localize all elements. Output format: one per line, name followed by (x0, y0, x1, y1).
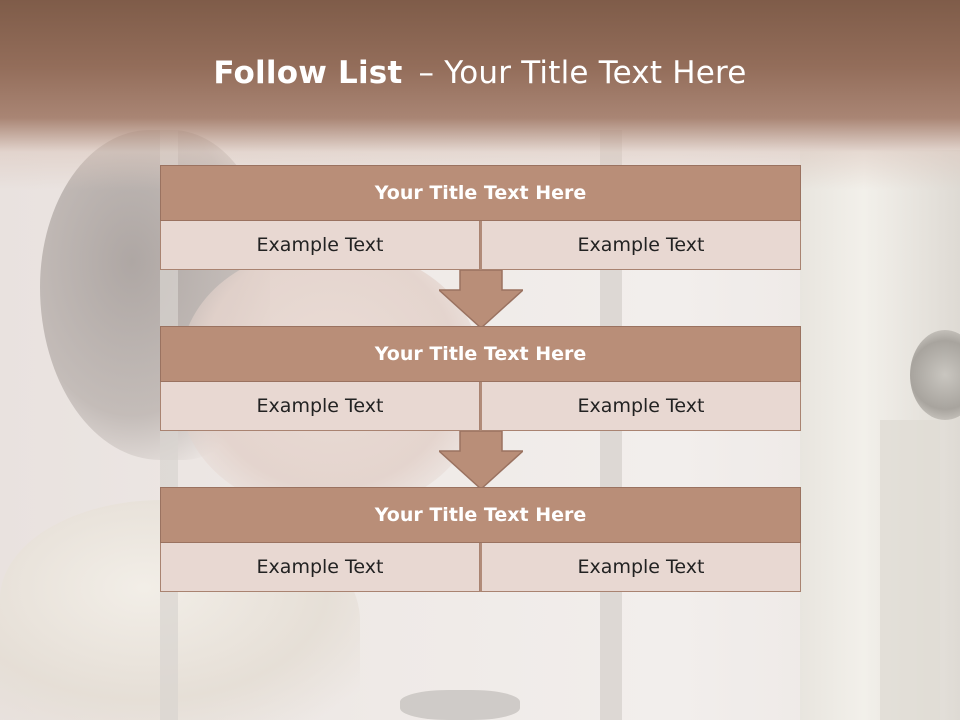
slide-title[interactable]: Follow List–Your Title Text Here (0, 55, 960, 91)
down-arrow-icon (439, 270, 523, 330)
step-row: Example Text Example Text (160, 382, 801, 431)
photo-machine-base (400, 690, 520, 720)
photo-machine-lens (910, 330, 960, 420)
step-row: Example Text Example Text (160, 221, 801, 270)
step-row: Example Text Example Text (160, 543, 801, 592)
step-text-right[interactable]: Example Text (480, 543, 801, 592)
step-title[interactable]: Your Title Text Here (160, 487, 801, 543)
step-text-right[interactable]: Example Text (480, 382, 801, 431)
title-band (0, 0, 960, 190)
title-dash: – (418, 55, 435, 91)
down-arrow-icon (439, 431, 523, 491)
step-text-left[interactable]: Example Text (160, 382, 480, 431)
step-title[interactable]: Your Title Text Here (160, 165, 801, 221)
step-title[interactable]: Your Title Text Here (160, 326, 801, 382)
photo-machine-stand (880, 420, 940, 720)
flow-step-2: Your Title Text Here Example Text Exampl… (160, 326, 801, 431)
step-text-left[interactable]: Example Text (160, 543, 480, 592)
flow-step-1: Your Title Text Here Example Text Exampl… (160, 165, 801, 270)
step-text-right[interactable]: Example Text (480, 221, 801, 270)
title-bold-part: Follow List (213, 55, 403, 91)
flow-step-3: Your Title Text Here Example Text Exampl… (160, 487, 801, 592)
step-text-left[interactable]: Example Text (160, 221, 480, 270)
title-rest-part: Your Title Text Here (444, 55, 747, 91)
